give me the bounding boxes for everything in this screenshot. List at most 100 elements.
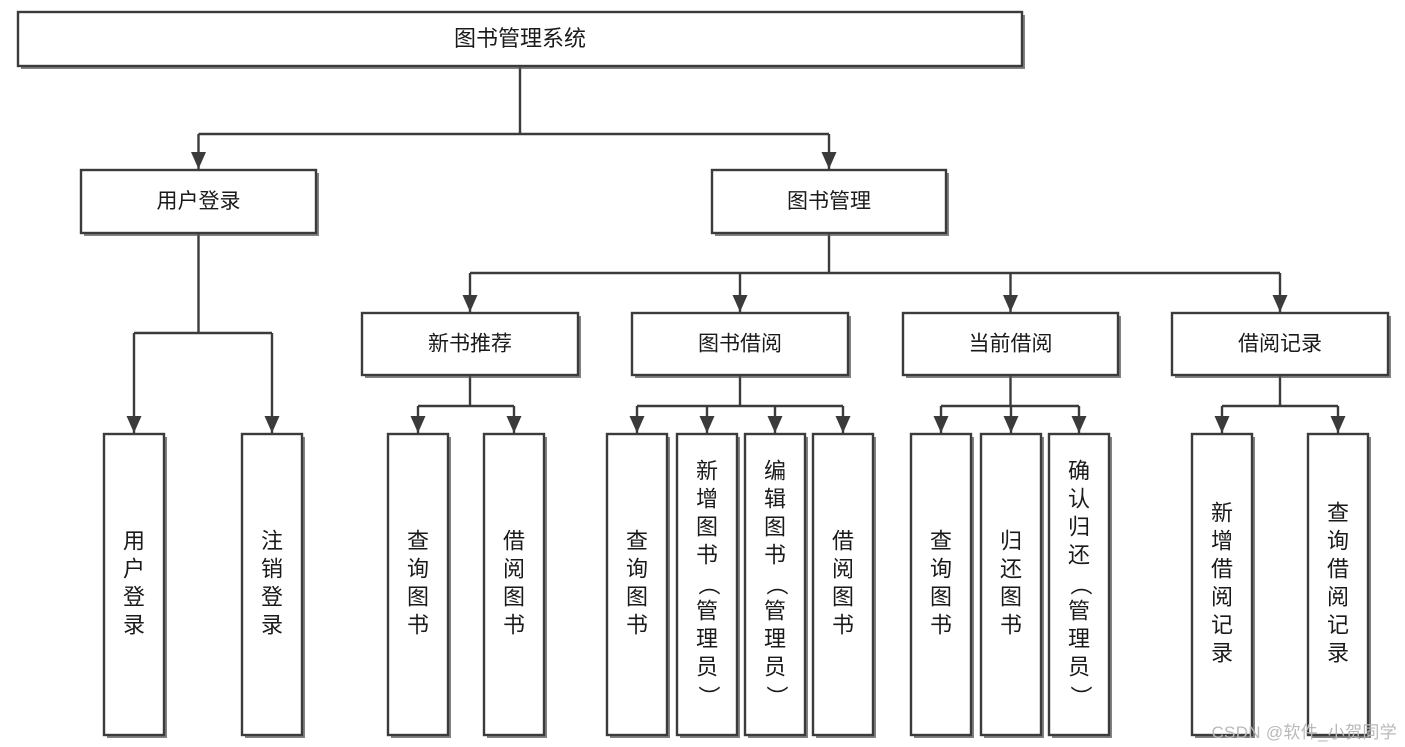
- node-root-system[interactable]: 图书管理系统: [16, 10, 1025, 69]
- leaf-label-char: 阅: [1327, 584, 1349, 609]
- node-leaf-user-login[interactable]: 用户登录: [102, 432, 167, 738]
- leaf-label-char: 用: [123, 528, 145, 553]
- leaf-label-char: ）: [696, 685, 721, 707]
- leaf-label-char: 管: [1068, 598, 1090, 623]
- arrow-head-icon: [933, 416, 949, 433]
- node-label: 用户登录: [157, 190, 241, 213]
- leaf-label-char: 询: [1327, 528, 1349, 553]
- leaf-label-char: 户: [123, 556, 145, 581]
- leaf-label-char: 借: [1211, 556, 1233, 581]
- leaf-label-char: 书: [407, 612, 429, 637]
- leaf-label-char: 销: [261, 556, 283, 581]
- leaf-label-char: 员: [764, 654, 786, 679]
- leaf-label-char: 查: [407, 528, 429, 553]
- leaf-label-char: 图: [832, 584, 854, 609]
- leaf-label-char: 书: [1000, 612, 1022, 637]
- node-label: 当前借阅: [969, 333, 1053, 356]
- leaf-label-char: 借: [1327, 556, 1349, 581]
- leaf-label-char: ）: [764, 685, 789, 707]
- leaf-label-char: 查: [1327, 500, 1349, 525]
- arrow-head-icon: [1003, 416, 1019, 433]
- leaf-label-char: ）: [1068, 685, 1093, 707]
- leaf-label-char: 阅: [503, 556, 525, 581]
- arrow-head-icon: [732, 295, 748, 312]
- node-borrow-record[interactable]: 借阅记录: [1170, 311, 1391, 378]
- arrow-head-icon: [126, 416, 142, 433]
- leaf-label-char: 图: [764, 514, 786, 539]
- leaf-label-char: 查: [930, 528, 952, 553]
- leaf-label-vertical: 用户登录: [123, 528, 145, 637]
- leaf-label-char: 书: [696, 542, 718, 567]
- leaf-label-char: 记: [1211, 612, 1233, 637]
- arrow-head-icon: [1272, 295, 1288, 312]
- leaf-label-char: 归: [1000, 528, 1022, 553]
- arrow-head-icon: [264, 416, 280, 433]
- leaf-label-char: （: [764, 573, 789, 595]
- node-current-borrow[interactable]: 当前借阅: [901, 311, 1121, 378]
- leaf-label-char: 图: [1000, 584, 1022, 609]
- leaf-label-char: 新: [696, 458, 718, 483]
- node-label: 新书推荐: [428, 333, 512, 356]
- leaf-label-char: 录: [1327, 640, 1349, 665]
- leaf-label-char: 书: [930, 612, 952, 637]
- arrow-head-icon: [1003, 295, 1018, 312]
- leaf-label-char: 录: [261, 612, 283, 637]
- leaf-label-char: 员: [1068, 654, 1090, 679]
- leaf-label-char: 新: [1211, 500, 1233, 525]
- arrow-head-icon: [835, 416, 851, 433]
- node-book-management[interactable]: 图书管理: [710, 168, 949, 236]
- arrow-head-icon: [629, 416, 645, 433]
- leaf-label-char: 书: [764, 542, 786, 567]
- leaf-label-char: 还: [1068, 542, 1090, 567]
- leaf-label-char: 管: [764, 598, 786, 623]
- node-book-borrow[interactable]: 图书借阅: [630, 311, 851, 378]
- leaf-label-char: 查: [626, 528, 648, 553]
- leaf-label-char: 询: [407, 556, 429, 581]
- leaf-label-char: 阅: [832, 556, 854, 581]
- leaf-label-char: 归: [1068, 514, 1090, 539]
- arrow-head-icon: [191, 152, 206, 169]
- leaf-label-char: 登: [261, 584, 283, 609]
- leaf-label-char: 确: [1068, 458, 1090, 483]
- arrow-head-icon: [506, 416, 522, 433]
- leaf-label-char: 增: [1211, 528, 1233, 553]
- leaf-label-char: 阅: [1211, 584, 1233, 609]
- leaf-label-char: 录: [1211, 640, 1233, 665]
- leaf-label-char: 图: [930, 584, 952, 609]
- connector-layer: [126, 66, 1346, 433]
- node-user-login[interactable]: 用户登录: [79, 168, 319, 236]
- node-new-book-recommend[interactable]: 新书推荐: [360, 311, 581, 378]
- arrow-head-icon: [462, 295, 478, 312]
- leaf-label-char: 图: [407, 584, 429, 609]
- leaf-label-char: 借: [832, 528, 854, 553]
- leaf-label-char: 理: [1068, 626, 1090, 651]
- leaf-label-char: 图: [503, 584, 525, 609]
- node-label: 借阅记录: [1238, 333, 1322, 356]
- arrow-head-icon: [699, 416, 715, 433]
- leaf-label-char: 借: [503, 528, 525, 553]
- leaf-label-char: 理: [764, 626, 786, 651]
- leaf-label-char: 图: [696, 514, 718, 539]
